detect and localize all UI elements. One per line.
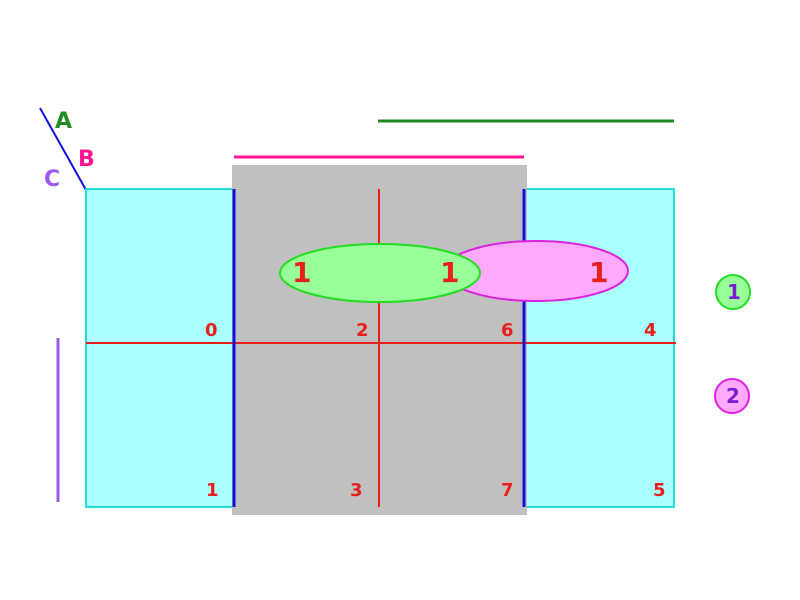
variable-b-label: B [78, 147, 95, 172]
group-1-ellipse [279, 243, 481, 303]
cell-number-2: 2 [356, 320, 369, 341]
group-2-badge-label: 2 [726, 384, 740, 408]
cell-number-0: 0 [205, 320, 218, 341]
cell-number-6: 6 [501, 320, 514, 341]
cell-number-1: 1 [206, 480, 219, 501]
cell-value-6: 1 [440, 256, 459, 289]
cell-number-7: 7 [501, 480, 514, 501]
group-2-badge [714, 378, 750, 414]
cell-number-3: 3 [350, 480, 363, 501]
corner-diagonal [39, 107, 87, 191]
variable-c-label: C [44, 167, 60, 192]
variable-a-label: A [55, 109, 72, 134]
cell-value-2: 1 [292, 256, 311, 289]
group-1-badge [715, 274, 751, 310]
cell-number-4: 4 [644, 320, 657, 341]
group-1-badge-label: 1 [727, 280, 741, 304]
cell-value-4: 1 [589, 256, 608, 289]
cell-number-5: 5 [653, 480, 666, 501]
